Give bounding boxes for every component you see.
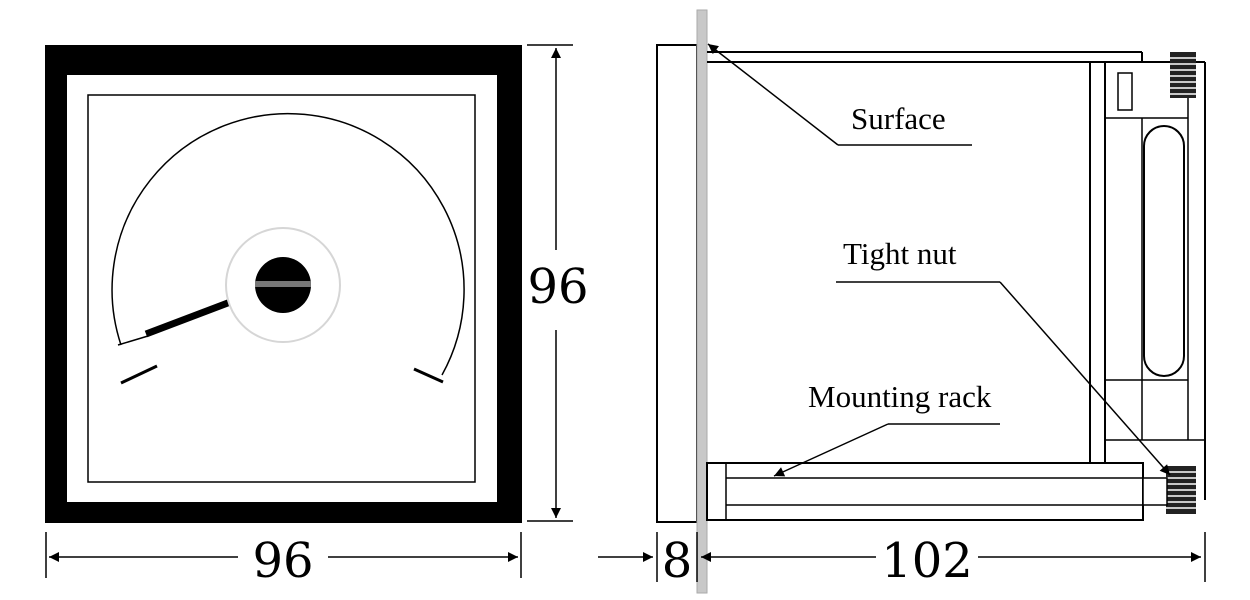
tight-nut-top-knurl (1170, 57, 1196, 95)
mounting-rack (706, 462, 1144, 521)
callout-mounting-rack-leader (773, 423, 889, 477)
scale-end-tick (413, 367, 444, 384)
pointer-needle (144, 297, 235, 338)
callout-tight-nut-leader (999, 281, 1171, 476)
scale-arc (111, 112, 465, 376)
rear-terminal-slot (1143, 125, 1185, 377)
panel-surface (696, 9, 708, 594)
tight-nut-bottom-knurl (1166, 471, 1196, 509)
bezel-depth-label: 8 (662, 533, 693, 589)
callout-tight-nut-label: Tight nut (843, 236, 957, 271)
scale-start-tick (120, 364, 158, 385)
body-depth-label: 102 (881, 533, 973, 589)
front-view: 96 96 (45, 44, 589, 589)
side-view: Surface Tight nut Mounting rack 8 102 (598, 9, 1206, 594)
callout-surface-label: Surface (851, 101, 946, 136)
callout-mounting-rack-label: Mounting rack (808, 379, 992, 414)
callout-surface-leader (707, 43, 839, 146)
rear-terminal-window (1117, 72, 1133, 111)
height-dimension-label: 96 (527, 259, 588, 315)
mounting-rack-screw (1142, 477, 1168, 506)
tight-nut-top (1170, 52, 1196, 98)
side-bezel (656, 44, 698, 523)
width-dimension-label: 96 (252, 533, 313, 589)
screw-slot (255, 281, 311, 287)
pointer-needle-thin (117, 335, 149, 346)
